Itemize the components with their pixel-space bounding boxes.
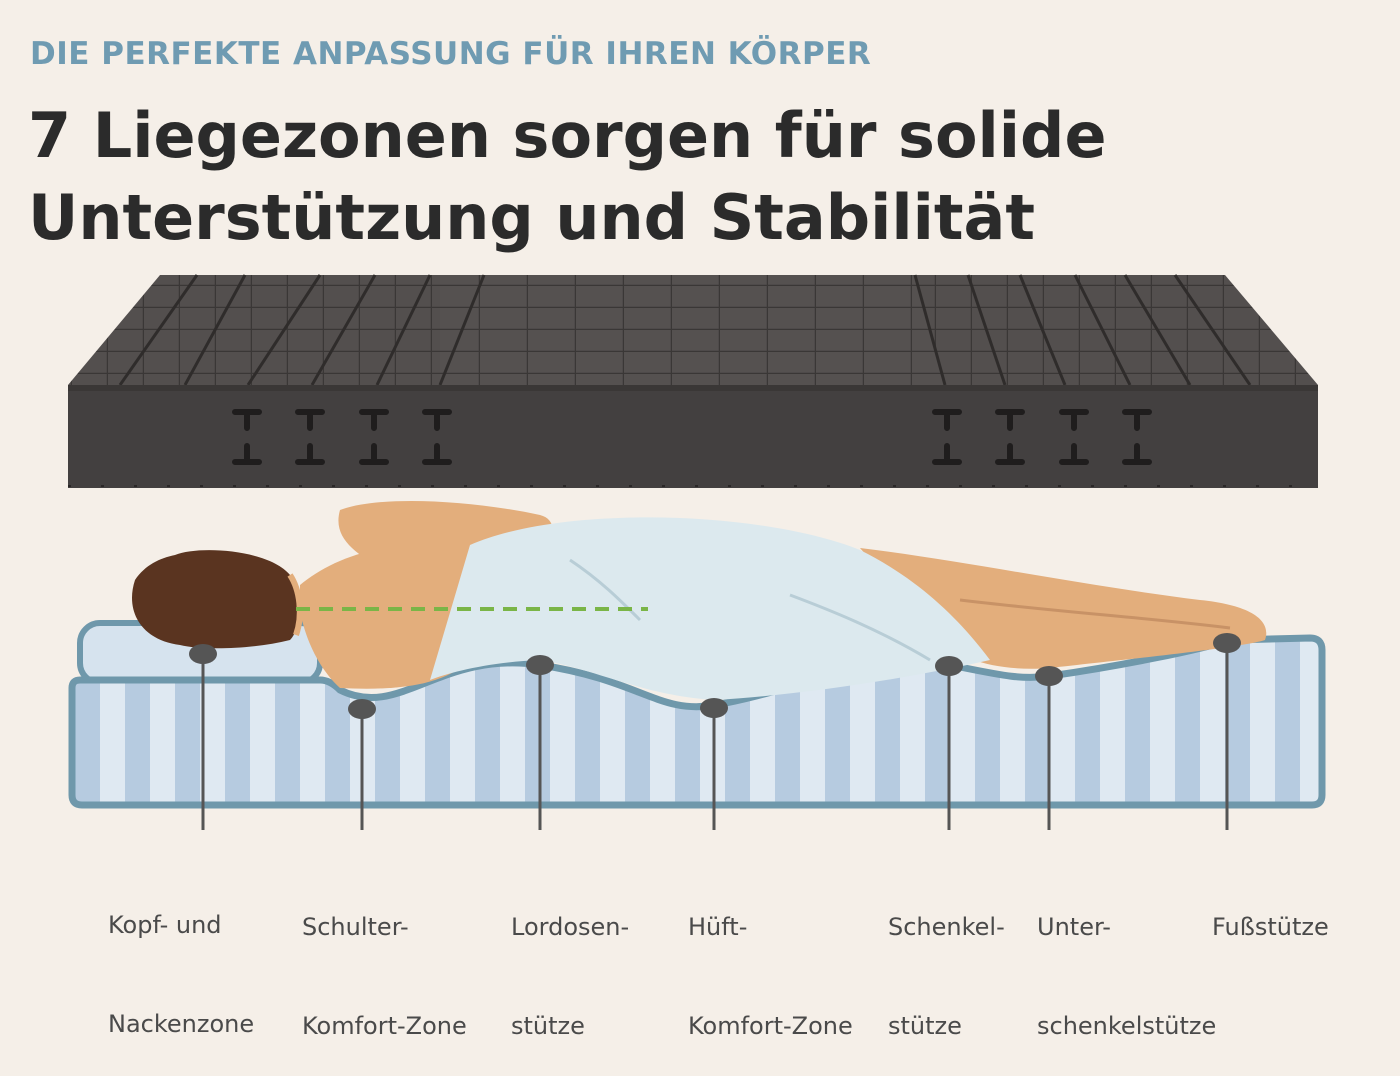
illustration xyxy=(68,274,1326,830)
zone-marker-unterschenkel xyxy=(1035,666,1063,686)
zone-label-kopf-line1: Kopf- und xyxy=(108,911,222,939)
zone-label-schenkel-line1: Schenkel- xyxy=(888,913,1005,941)
sleeping-person xyxy=(132,500,1267,700)
zone-marker-fuss xyxy=(1213,633,1241,653)
zone-label-schulter-line2: Komfort-Zone xyxy=(302,1012,467,1040)
title-line-1: 7 Liegezonen sorgen für solide xyxy=(28,99,1107,172)
zone-label-unterschenkel-line2: schenkelstütze xyxy=(1037,1012,1217,1040)
zone-marker-schenkel xyxy=(935,656,963,676)
zone-label-hueft-line2: Komfort-Zone xyxy=(688,1012,853,1040)
zone-label-schenkel: Schenkel- stütze xyxy=(888,845,1005,1076)
zone-marker-hueft xyxy=(700,698,728,718)
title-line-2: Unterstützung und Stabilität xyxy=(28,181,1036,254)
zone-label-unterschenkel-line1: Unter- xyxy=(1037,913,1111,941)
zone-label-kopf: Kopf- und Nackenzone xyxy=(108,843,254,1074)
zone-label-lordose-line2: stütze xyxy=(511,1012,585,1040)
zone-label-fuss: Fußstütze xyxy=(1212,845,1329,977)
zone-label-schenkel-line2: stütze xyxy=(888,1012,962,1040)
zone-marker-schulter xyxy=(348,699,376,719)
zone-marker-kopf xyxy=(189,644,217,664)
zone-label-schulter-line1: Schulter- xyxy=(302,913,409,941)
zone-label-unterschenkel: Unter- schenkelstütze xyxy=(1037,845,1216,1076)
zone-label-fuss-line1: Fußstütze xyxy=(1212,913,1329,941)
zone-markers xyxy=(189,633,1241,830)
zone-label-kopf-line2: Nackenzone xyxy=(108,1010,255,1038)
page-title: 7 Liegezonen sorgen für solide Unterstüt… xyxy=(28,95,1178,259)
zone-label-hueft-line1: Hüft- xyxy=(688,913,748,941)
kicker-heading: DIE PERFEKTE ANPASSUNG FÜR IHREN KÖRPER xyxy=(30,36,872,72)
foam-mattress xyxy=(68,274,1318,488)
zone-label-lordose: Lordosen- stütze xyxy=(511,845,629,1076)
zone-label-lordose-line1: Lordosen- xyxy=(511,913,630,941)
zone-label-hueft: Hüft- Komfort-Zone xyxy=(688,845,853,1076)
zone-label-schulter: Schulter- Komfort-Zone xyxy=(302,845,467,1076)
zone-marker-lordose xyxy=(526,655,554,675)
